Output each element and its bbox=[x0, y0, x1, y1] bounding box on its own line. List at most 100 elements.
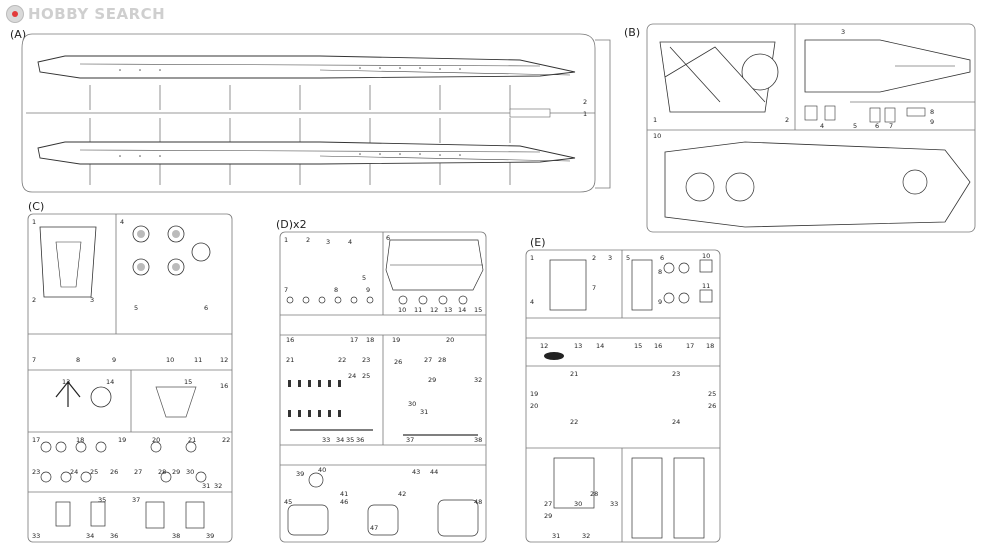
part-c-32: 32 bbox=[214, 482, 222, 490]
part-e-25: 25 bbox=[708, 390, 716, 398]
part-c-11: 11 bbox=[194, 356, 202, 364]
part-c-26: 26 bbox=[110, 468, 118, 476]
part-e-17: 17 bbox=[686, 342, 694, 350]
part-b-9: 9 bbox=[930, 118, 934, 126]
part-c-5: 5 bbox=[134, 304, 138, 312]
part-a-1: 1 bbox=[583, 110, 587, 118]
part-d-41: 41 bbox=[340, 490, 348, 498]
part-c-2: 2 bbox=[32, 296, 36, 304]
part-e-26: 26 bbox=[708, 402, 716, 410]
part-c-17: 17 bbox=[32, 436, 40, 444]
logo-icon bbox=[6, 5, 24, 23]
part-c-1: 1 bbox=[32, 218, 36, 226]
part-e-2: 2 bbox=[592, 254, 596, 262]
sheet-b-label: (B) bbox=[624, 26, 641, 39]
part-e-7: 7 bbox=[592, 284, 596, 292]
part-d-17: 17 bbox=[350, 336, 358, 344]
part-c-35: 35 bbox=[98, 496, 106, 504]
part-e-3: 3 bbox=[608, 254, 612, 262]
part-c-23: 23 bbox=[32, 468, 40, 476]
part-d-18: 18 bbox=[366, 336, 374, 344]
part-c-31: 31 bbox=[202, 482, 210, 490]
part-e-30: 30 bbox=[574, 500, 582, 508]
sheet-a-drawing: 2 1 bbox=[21, 33, 611, 193]
part-d-32: 32 bbox=[474, 376, 482, 384]
part-d-44: 44 bbox=[430, 468, 438, 476]
sheet-d-drawing: 1 2 3 4 5 6 7 8 9 10 11 12 13 14 15 16 1… bbox=[279, 231, 487, 543]
part-d-21: 21 bbox=[286, 356, 294, 364]
hobby-search-logo: HOBBY SEARCH bbox=[6, 4, 165, 24]
part-d-13: 13 bbox=[444, 306, 452, 314]
part-e-18: 18 bbox=[706, 342, 714, 350]
part-b-6: 6 bbox=[875, 122, 879, 130]
part-c-6: 6 bbox=[204, 304, 208, 312]
part-e-24: 24 bbox=[672, 418, 680, 426]
logo-text: HOBBY SEARCH bbox=[28, 5, 166, 23]
part-c-34: 34 bbox=[86, 532, 94, 540]
part-d-8: 8 bbox=[334, 286, 338, 294]
part-c-28: 28 bbox=[158, 468, 166, 476]
part-d-34: 34 bbox=[336, 436, 344, 444]
part-d-43: 43 bbox=[412, 468, 420, 476]
part-c-37: 37 bbox=[132, 496, 140, 504]
part-d-3: 3 bbox=[326, 238, 330, 246]
part-d-16: 16 bbox=[286, 336, 294, 344]
part-b-3: 3 bbox=[841, 28, 845, 36]
part-c-16: 16 bbox=[220, 382, 228, 390]
part-d-10: 10 bbox=[398, 306, 406, 314]
part-d-26: 26 bbox=[394, 358, 402, 366]
part-e-5: 5 bbox=[626, 254, 630, 262]
part-c-24: 24 bbox=[70, 468, 78, 476]
part-e-10: 10 bbox=[702, 252, 710, 260]
part-d-48: 48 bbox=[474, 498, 482, 506]
part-d-22: 22 bbox=[338, 356, 346, 364]
part-c-14: 14 bbox=[106, 378, 114, 386]
part-d-15: 15 bbox=[474, 306, 482, 314]
part-b-4: 4 bbox=[820, 122, 824, 130]
part-b-7: 7 bbox=[889, 122, 893, 130]
part-e-12: 12 bbox=[540, 342, 548, 350]
part-b-2: 2 bbox=[785, 116, 789, 124]
part-c-7: 7 bbox=[32, 356, 36, 364]
part-c-27: 27 bbox=[134, 468, 142, 476]
part-d-25: 25 bbox=[362, 372, 370, 380]
part-e-11: 11 bbox=[702, 282, 710, 290]
part-c-25: 25 bbox=[90, 468, 98, 476]
part-c-18: 18 bbox=[76, 436, 84, 444]
sheet-e-label: (E) bbox=[530, 236, 546, 249]
sheet-c-label: (C) bbox=[28, 200, 45, 213]
part-d-2: 2 bbox=[306, 236, 310, 244]
part-e-4: 4 bbox=[530, 298, 534, 306]
part-d-12: 12 bbox=[430, 306, 438, 314]
part-c-38: 38 bbox=[172, 532, 180, 540]
part-e-23: 23 bbox=[672, 370, 680, 378]
part-e-1: 1 bbox=[530, 254, 534, 262]
part-e-22: 22 bbox=[570, 418, 578, 426]
part-d-37: 37 bbox=[406, 436, 414, 444]
part-d-33: 33 bbox=[322, 436, 330, 444]
part-d-35: 35 bbox=[346, 436, 354, 444]
part-d-30: 30 bbox=[408, 400, 416, 408]
part-c-15: 15 bbox=[184, 378, 192, 386]
part-e-32: 32 bbox=[582, 532, 590, 540]
part-d-6: 6 bbox=[386, 234, 390, 242]
part-d-14: 14 bbox=[458, 306, 466, 314]
part-c-30: 30 bbox=[186, 468, 194, 476]
part-c-21: 21 bbox=[188, 436, 196, 444]
part-c-3: 3 bbox=[90, 296, 94, 304]
part-c-12: 12 bbox=[220, 356, 228, 364]
part-c-22: 22 bbox=[222, 436, 230, 444]
part-e-15: 15 bbox=[634, 342, 642, 350]
part-d-20: 20 bbox=[446, 336, 454, 344]
part-e-28: 28 bbox=[590, 490, 598, 498]
part-d-28: 28 bbox=[438, 356, 446, 364]
part-e-16: 16 bbox=[654, 342, 662, 350]
part-e-31: 31 bbox=[552, 532, 560, 540]
part-c-20: 20 bbox=[152, 436, 160, 444]
part-d-45: 45 bbox=[284, 498, 292, 506]
sheet-c-drawing: 1 2 3 4 5 6 7 8 9 10 11 12 13 14 15 16 1… bbox=[27, 213, 233, 543]
part-d-40: 40 bbox=[318, 466, 326, 474]
part-d-47: 47 bbox=[370, 524, 378, 532]
part-d-46: 46 bbox=[340, 498, 348, 506]
part-b-8: 8 bbox=[930, 108, 934, 116]
